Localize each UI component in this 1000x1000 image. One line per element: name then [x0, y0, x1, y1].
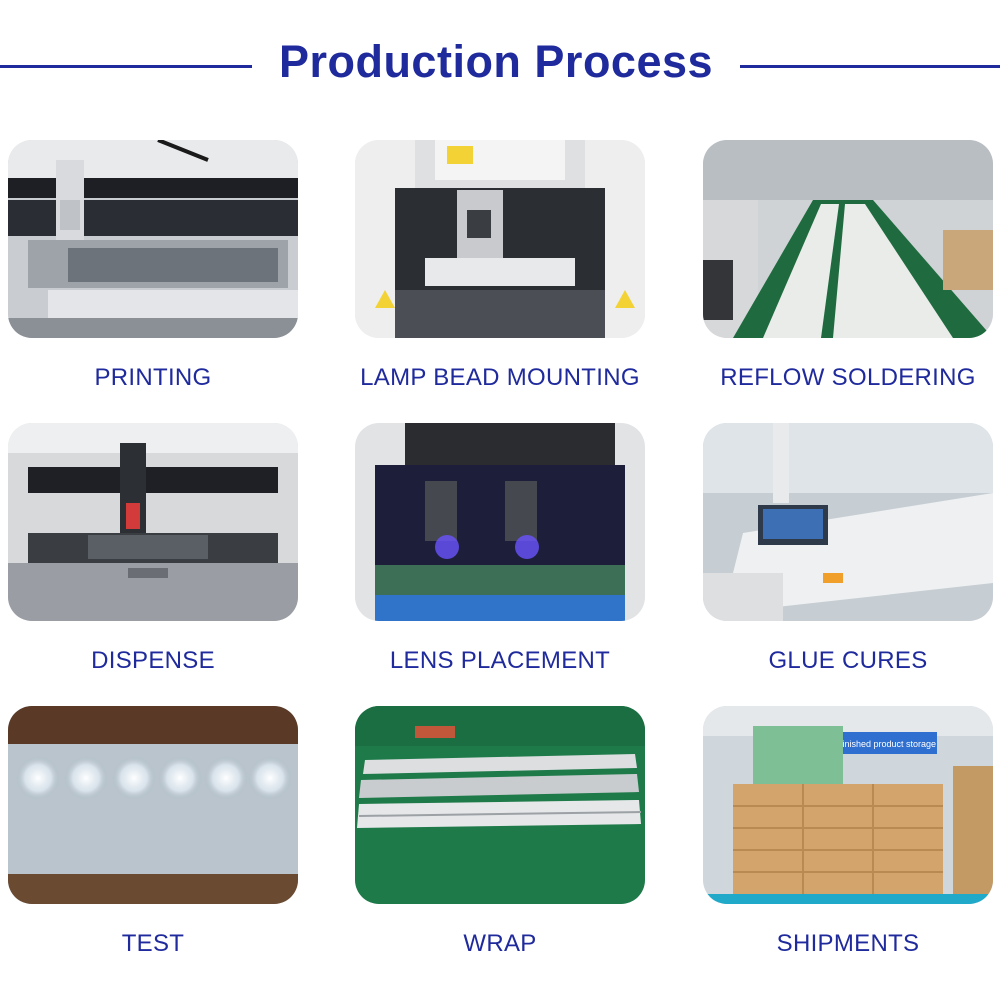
step-image-glue-cures: [703, 423, 993, 621]
step-image-reflow-soldering: [703, 140, 993, 338]
step-label-dispense: DISPENSE: [91, 647, 215, 674]
curing-oven-photo: [703, 423, 993, 621]
step-image-printing: [8, 140, 298, 338]
step-label-shipments: SHIPMENTS: [776, 930, 920, 957]
step-label-glue-cures: GLUE CURES: [768, 647, 928, 674]
step-label-wrap: WRAP: [463, 930, 537, 957]
step-image-shipments: finished product storage: [703, 706, 993, 904]
led-strip-test-photo: [8, 706, 298, 904]
step-image-dispense: [8, 423, 298, 621]
storage-sign-text: finished product storage: [840, 739, 936, 749]
conveyor-belt-photo: [703, 140, 993, 338]
header-divider-left: [0, 65, 252, 68]
page-title: Production Process: [278, 36, 714, 87]
step-image-wrap: [355, 706, 645, 904]
step-label-test: TEST: [121, 930, 185, 957]
step-label-printing: PRINTING: [94, 364, 212, 391]
pick-and-place-machine-photo: [355, 140, 645, 338]
step-label-reflow-soldering: REFLOW SOLDERING: [720, 364, 976, 391]
storage-sign: [839, 732, 937, 754]
page-header: Production Process: [0, 22, 1000, 102]
boxed-shipments-photo: finished product storage: [703, 706, 993, 904]
dispensing-machine-photo: [8, 423, 298, 621]
step-label-lamp-bead-mounting: LAMP BEAD MOUNTING: [360, 364, 640, 391]
step-image-lamp-bead-mounting: [355, 140, 645, 338]
step-label-lens-placement: LENS PLACEMENT: [389, 647, 611, 674]
step-image-test: [8, 706, 298, 904]
header-divider-right: [740, 65, 1000, 68]
printing-machine-photo: [8, 140, 298, 338]
lens-placement-machine-photo: [355, 423, 645, 621]
step-image-lens-placement: [355, 423, 645, 621]
wrapped-led-bars-photo: [355, 706, 645, 904]
